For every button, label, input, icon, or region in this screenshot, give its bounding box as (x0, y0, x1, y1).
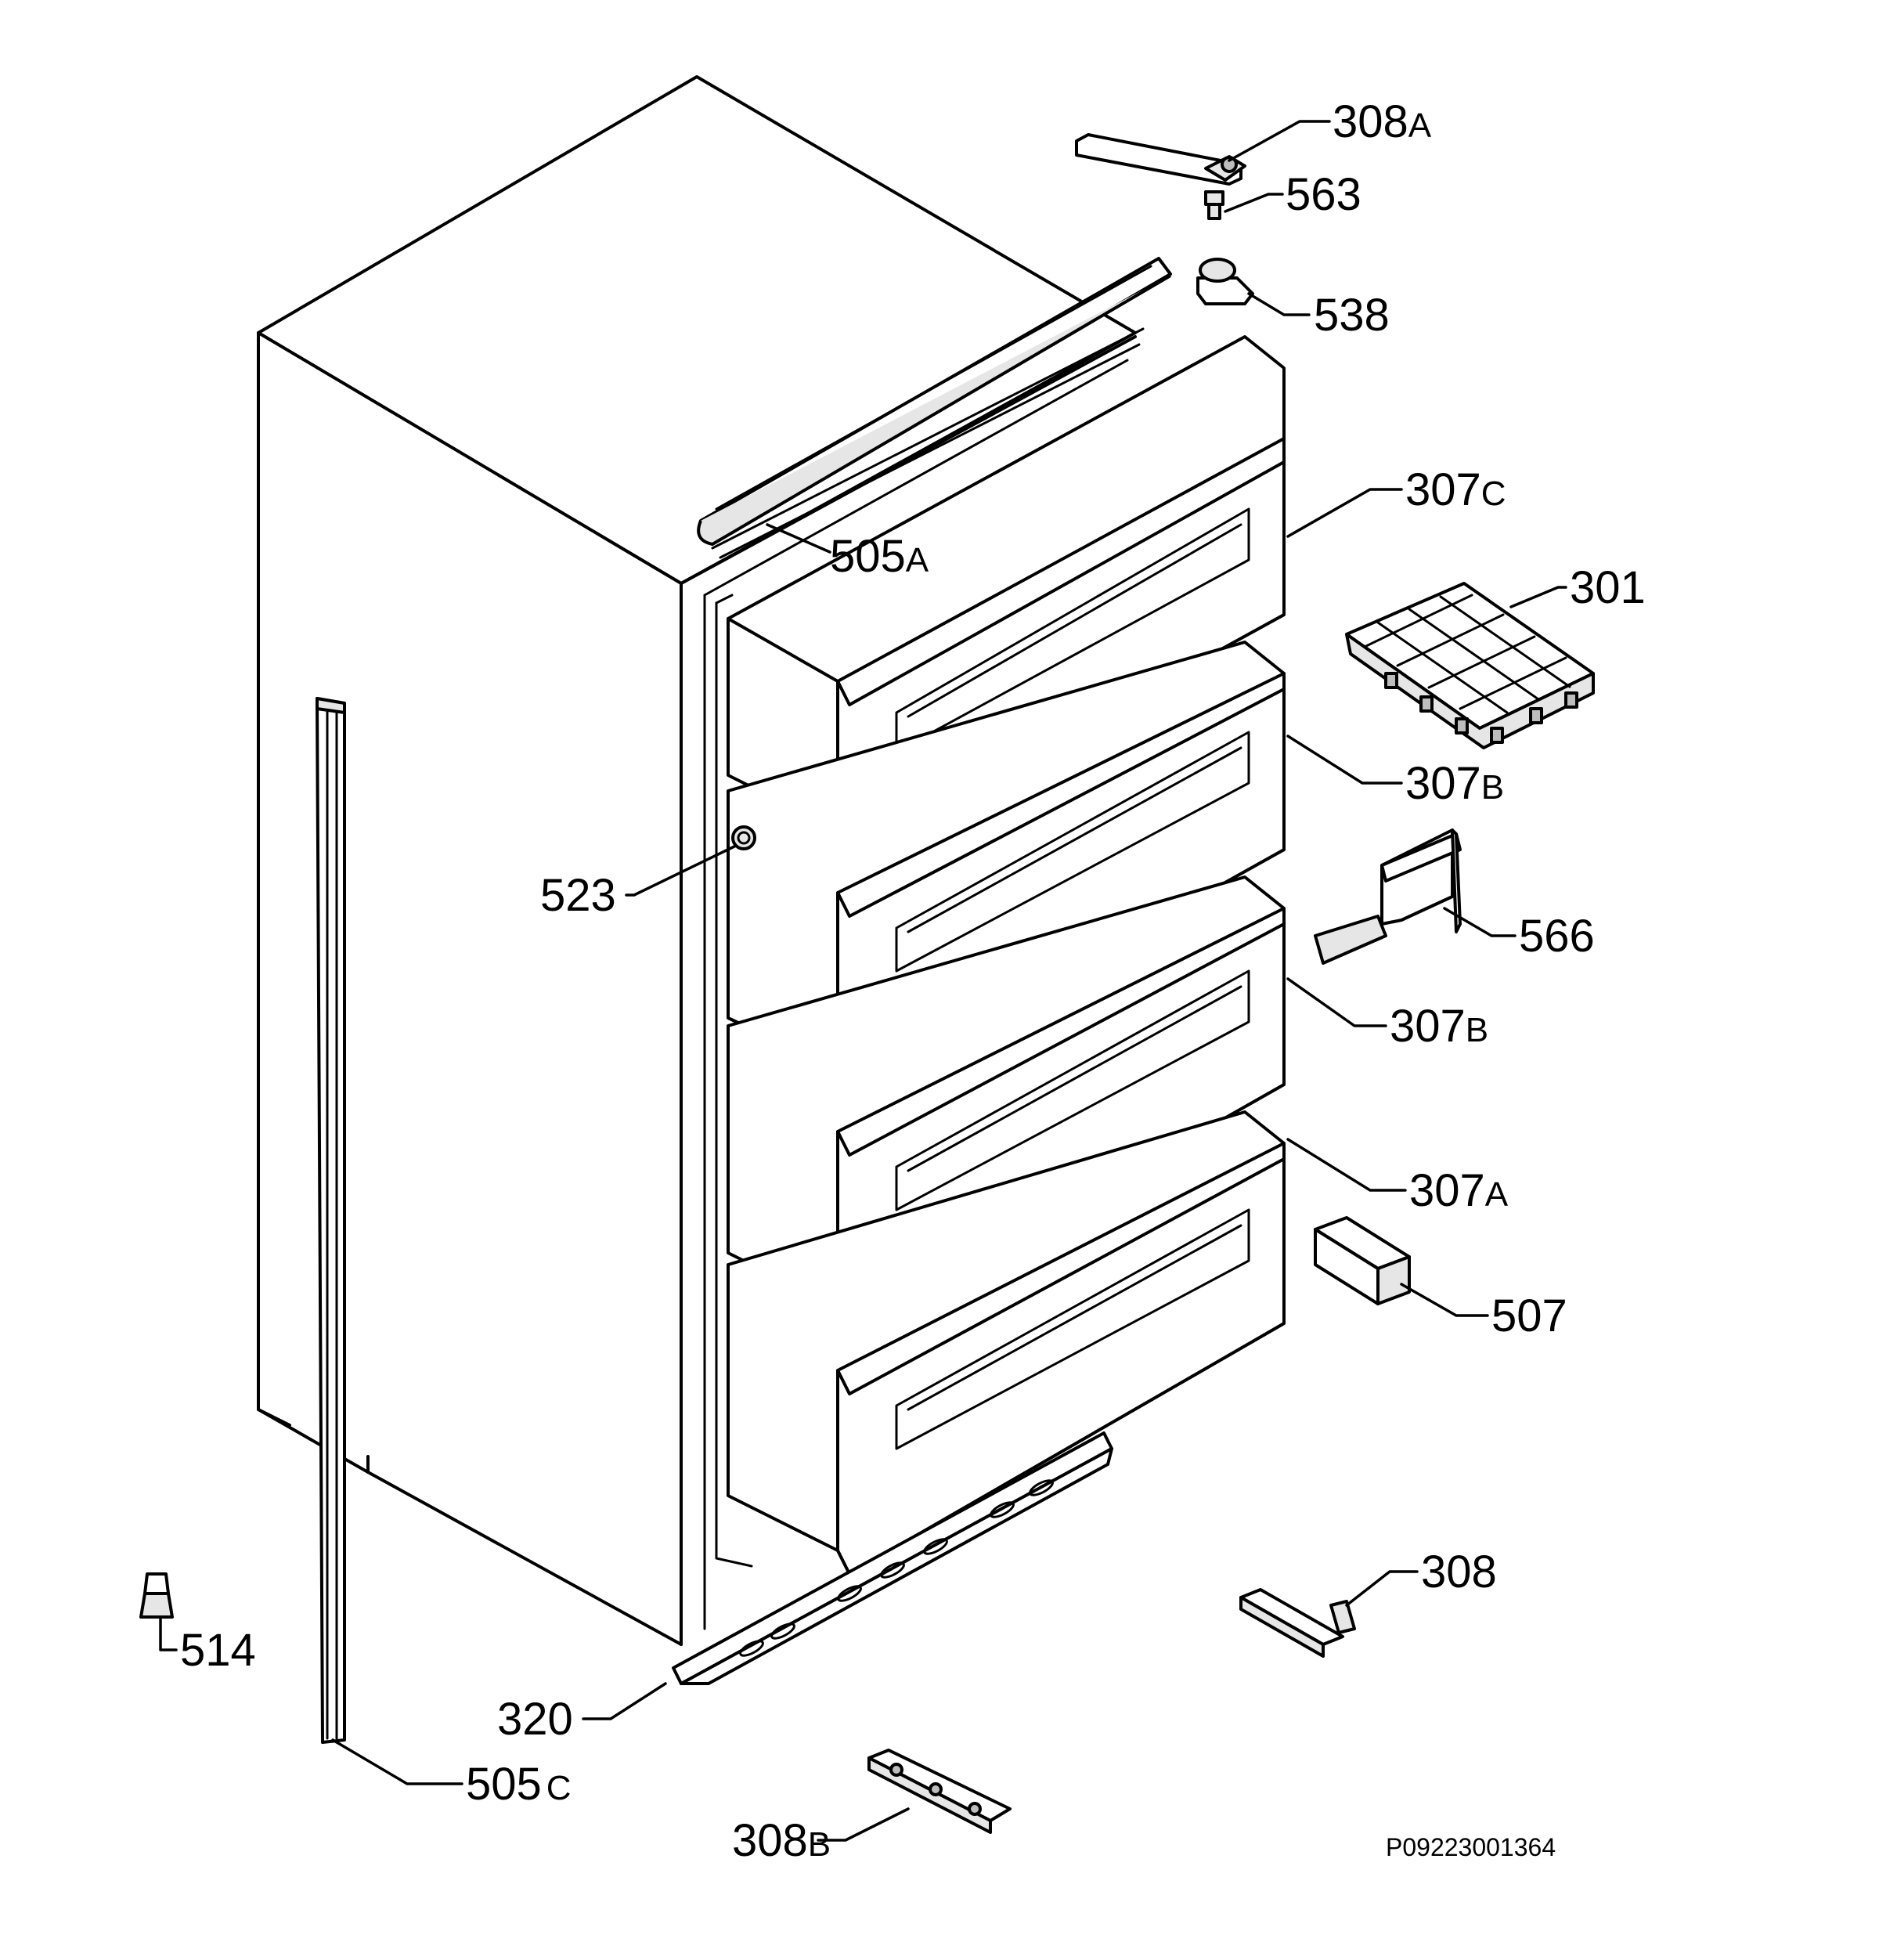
drawing-code: P09223001364 (1386, 1833, 1556, 1861)
callout-307b-upper: 307B (1405, 758, 1504, 809)
hinge-308a (1075, 133, 1246, 186)
handle-507 (1314, 1216, 1411, 1305)
leader-lines (159, 120, 1567, 1842)
callout-307b-lower: 307B (1390, 1001, 1488, 1052)
ice-tray-301 (1345, 582, 1595, 749)
callout-308b: 308B (732, 1815, 831, 1866)
callout-566: 566 (1519, 911, 1595, 962)
callout-307a: 307A (1409, 1165, 1509, 1216)
callout-labels: 308A 563 538 307C 505A 301 307B 523 566 … (180, 96, 1646, 1866)
callout-320: 320 (497, 1694, 573, 1745)
drawer-307a (727, 1110, 1286, 1576)
top-door-seal (697, 257, 1172, 559)
bushing-538 (1196, 258, 1254, 305)
callout-308a: 308A (1333, 96, 1432, 147)
foot-514 (139, 1572, 174, 1619)
callout-523: 523 (540, 870, 616, 921)
side-door-seal (316, 697, 346, 1744)
cabinet-body (257, 75, 1137, 1646)
scraper-566 (1314, 828, 1462, 965)
pin-563 (1204, 190, 1224, 220)
callout-514: 514 (180, 1625, 256, 1676)
hinge-308 (1239, 1588, 1356, 1658)
hinge-308b (867, 1749, 1012, 1834)
callout-301: 301 (1570, 562, 1646, 613)
callout-505a: 505A (830, 531, 929, 582)
plinth-320 (672, 1431, 1113, 1685)
screw-523 (731, 825, 756, 850)
callout-308: 308 (1421, 1547, 1497, 1597)
callout-538: 538 (1314, 290, 1390, 341)
callout-307c: 307C (1405, 464, 1506, 515)
callout-507: 507 (1491, 1290, 1567, 1341)
callout-563: 563 (1286, 169, 1361, 220)
